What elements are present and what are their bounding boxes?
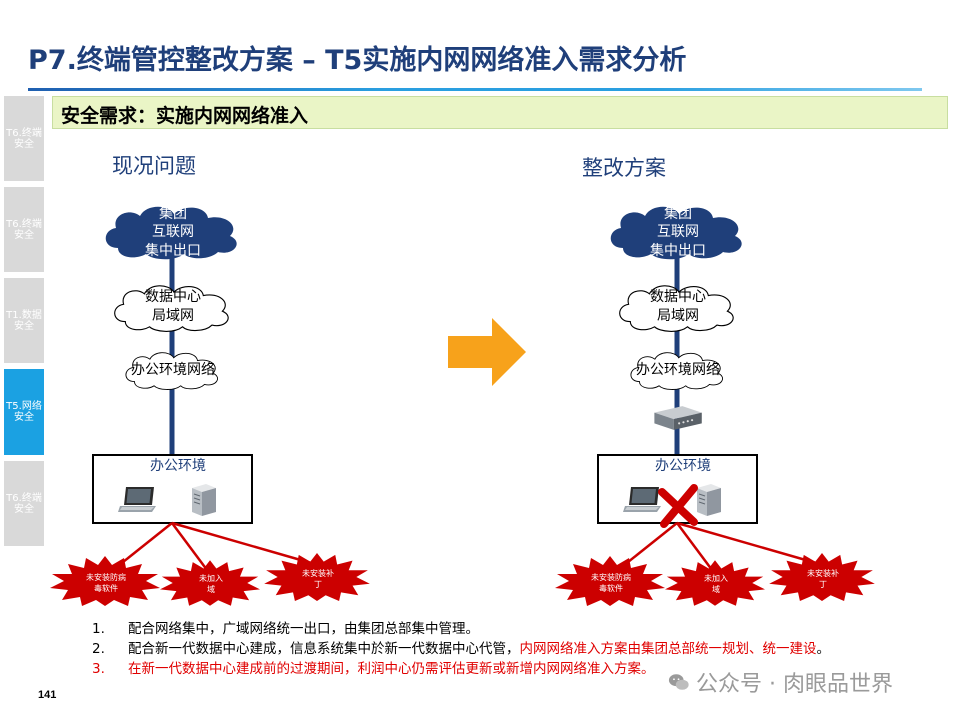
- left-server-icon: [191, 483, 217, 516]
- notes-list: 1. 配合网络集中，广域网络统一出口，由集团总部集中管理。 2. 配合新一代数据…: [92, 620, 942, 680]
- blocked-x-icon: [658, 484, 698, 528]
- left-burst-shape-2: [160, 560, 260, 606]
- watermark: 公众号 · 肉眼品世界: [668, 666, 893, 698]
- right-burst-1-line-1: 未安装防病: [591, 572, 631, 582]
- note-text: 配合网络集中，广域网络统一出口，由集团总部集中管理。: [128, 620, 479, 639]
- network-access-control-device-icon: [654, 406, 702, 430]
- note-number: 2.: [92, 641, 105, 657]
- left-datacenter-label-1: 数据中心: [145, 289, 201, 305]
- note-1-text: 配合网络集中，广域网络统一出口，由集团总部集中管理。: [128, 621, 479, 637]
- side-tab-t1-data[interactable]: T1.数据安全: [4, 278, 44, 363]
- page-title: P7.终端管控整改方案 – T5实施内网网络准入需求分析: [28, 45, 687, 76]
- left-burst-1-line-2: 毒软件: [94, 583, 118, 593]
- right-burst-3-line-2: 丁: [819, 580, 827, 589]
- watermark-text: 公众号 · 肉眼品世界: [696, 672, 893, 697]
- note-2-text-a: 配合新一代数据中心建成，信息系统集中於新一代数据中心代管，: [128, 641, 520, 657]
- page-number: 141: [38, 689, 57, 701]
- left-topology: 集团 互联网 集中出口 数据中心 局域网 办公环境网络 办公环境 未安装防病 毒…: [50, 205, 370, 606]
- side-tab-t6-terminal-1[interactable]: T6.终端安全: [4, 96, 44, 181]
- left-burst-3-line-2: 丁: [314, 580, 322, 589]
- right-heading: 整改方案: [582, 156, 666, 180]
- left-risk-burst-3: 未安装补 丁: [264, 553, 370, 601]
- right-risk-burst-2: 未加入 域: [665, 560, 765, 606]
- left-office-box-label: 办公环境: [150, 458, 206, 474]
- left-risk-burst-2: 未加入 域: [160, 560, 260, 606]
- title-underline: [28, 88, 922, 91]
- right-internet-label-3: 集中出口: [650, 242, 706, 259]
- right-office-box-label: 办公环境: [655, 458, 711, 474]
- transition-arrow-icon: [448, 318, 526, 386]
- left-datacenter-cloud: 数据中心 局域网: [114, 285, 229, 332]
- right-burst-2-line-2: 域: [712, 584, 720, 594]
- side-tab-t6-terminal-3[interactable]: T6.终端安全: [4, 461, 44, 546]
- note-item-3: 3. 在新一代数据中心建成前的过渡期间，利润中心仍需评估更新或新增内网网络准入方…: [92, 660, 942, 679]
- side-tab-t6-terminal-2[interactable]: T6.终端安全: [4, 187, 44, 272]
- right-datacenter-label-1: 数据中心: [650, 289, 706, 305]
- note-item-1: 1. 配合网络集中，广域网络统一出口，由集团总部集中管理。: [92, 620, 942, 639]
- left-burst-1-line-1: 未安装防病: [86, 572, 126, 582]
- note-number: 3.: [92, 661, 105, 677]
- right-internet-label-1: 集团: [664, 205, 692, 222]
- requirement-text: 安全需求：实施内网网络准入: [61, 105, 309, 127]
- note-text: 配合新一代数据中心建成，信息系统集中於新一代数据中心代管，内网网络准入方案由集团…: [128, 640, 830, 659]
- right-topology: 集团 互联网 集中出口 数据中心 局域网 办公环境网络 办公环境 未安装防病 毒…: [555, 205, 875, 606]
- note-3-text: 在新一代数据中心建成前的过渡期间，利润中心仍需评估更新或新增内网网络准入方案。: [128, 661, 655, 677]
- note-item-2: 2. 配合新一代数据中心建成，信息系统集中於新一代数据中心代管，内网网络准入方案…: [92, 640, 942, 659]
- right-office-network-cloud: 办公环境网络: [630, 352, 724, 390]
- right-internet-cloud: 集团 互联网 集中出口: [610, 205, 742, 260]
- right-burst-1-line-2: 毒软件: [599, 583, 623, 593]
- right-burst-shape-2: [665, 560, 765, 606]
- side-tab-list: T6.终端安全 T6.终端安全 T1.数据安全 T5.网络安全 T6.终端安全: [4, 96, 44, 552]
- left-burst-3-line-1: 未安装补: [302, 568, 334, 578]
- left-group-internet-cloud: 集团 互联网 集中出口: [105, 205, 237, 260]
- left-datacenter-label-2: 局域网: [152, 308, 194, 324]
- right-internet-label-2: 互联网: [657, 224, 699, 240]
- left-heading: 现况问题: [112, 154, 196, 178]
- left-risk-burst-1: 未安装防病 毒软件: [50, 556, 160, 606]
- left-internet-label-2: 互联网: [152, 224, 194, 240]
- left-office-cloud-label: 办公环境网络: [131, 362, 215, 378]
- right-risk-burst-1: 未安装防病 毒软件: [555, 556, 665, 606]
- note-2-text-end: 。: [816, 641, 831, 657]
- note-number: 1.: [92, 621, 105, 637]
- left-burst-2-line-2: 域: [207, 584, 215, 594]
- right-office-cloud-label: 办公环境网络: [636, 362, 720, 378]
- wechat-icon: [668, 674, 689, 690]
- requirement-banner: 安全需求：实施内网网络准入: [52, 96, 948, 129]
- note-2-text-highlight: 内网网络准入方案由集团总部统一规划、统一建设: [519, 641, 817, 657]
- right-burst-2-line-1: 未加入: [704, 573, 728, 583]
- right-burst-3-line-1: 未安装补: [807, 568, 839, 578]
- right-risk-burst-3: 未安装补 丁: [769, 553, 875, 601]
- left-burst-2-line-1: 未加入: [199, 573, 223, 583]
- side-tab-t5-network[interactable]: T5.网络安全: [4, 369, 44, 455]
- right-datacenter-label-2: 局域网: [657, 308, 699, 324]
- right-datacenter-cloud: 数据中心 局域网: [619, 285, 734, 332]
- left-office-network-cloud: 办公环境网络: [125, 352, 219, 390]
- left-internet-label-1: 集团: [159, 205, 187, 222]
- left-internet-label-3: 集中出口: [145, 242, 201, 259]
- right-server-icon: [696, 483, 722, 516]
